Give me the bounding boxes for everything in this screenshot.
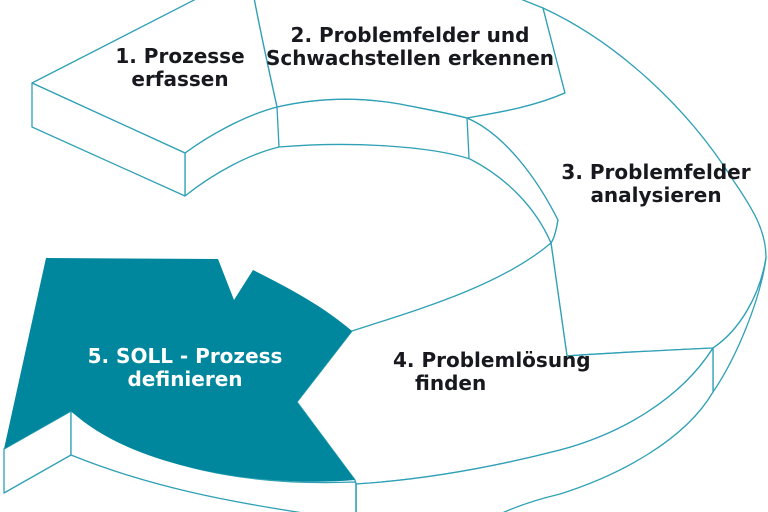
step-2-label-line2: Schwachstellen erkennen: [265, 46, 555, 70]
step-4-label-line1: 4. Problemlösung: [393, 348, 591, 372]
step-3-label-line1: 3. Problemfelder: [561, 160, 751, 184]
step-1-label-line2: erfassen: [131, 67, 229, 91]
step-2-label-line1: 2. Problemfelder und: [290, 23, 530, 47]
step-4-label-line2: finden: [415, 371, 487, 395]
inner-wall-seam-2-3: [466, 117, 470, 159]
step-1-label-line1: 1. Prozesse: [115, 44, 245, 68]
step-3-label: 3. Problemfelder analysieren: [556, 161, 756, 207]
step-5-label-line1: 5. SOLL - Prozess: [87, 344, 283, 368]
inner-wall-seam-1-2: [276, 106, 280, 148]
step-2-label: 2. Problemfelder und Schwachstellen erke…: [255, 24, 565, 70]
segment-5-arrow: [4, 258, 355, 482]
step-5-label-line2: definieren: [127, 367, 243, 391]
step-4-label: 4. Problemlösung finden: [393, 349, 593, 395]
step-1-label: 1. Prozesse erfassen: [80, 45, 280, 91]
segment-1-endcap-wall: [31, 82, 186, 197]
segment-1-face: [31, 0, 278, 154]
segment-4-outer-wall: [355, 347, 714, 512]
step-3-label-line2: analysieren: [590, 183, 722, 207]
step-5-label: 5. SOLL - Prozess definieren: [85, 345, 285, 391]
